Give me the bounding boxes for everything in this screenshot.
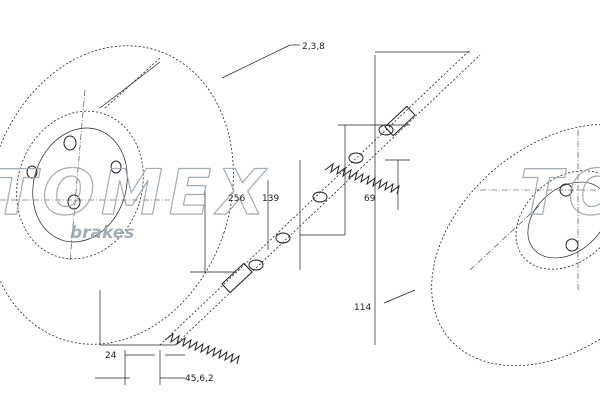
back-section-line [469,204,541,271]
dim-label-45: 45,6,2 [185,374,214,384]
tomex-watermark: TOMEX brakes TOMEX [0,155,600,243]
dim-label-69: 69 [364,194,376,204]
watermark-sub: brakes [70,223,134,243]
section-vanes [164,332,240,365]
section-vanes-upper [324,162,400,195]
disc-back-view [383,123,600,367]
hub-ring-outer [16,110,144,260]
disc-front-view [0,45,234,345]
disc-section-view [95,44,481,385]
section-hole-4 [275,232,291,244]
dim-label-114: 114 [354,303,371,313]
dim-label-thickness-top: 2,3,8 [302,42,325,52]
back-hub-ring [515,170,600,270]
hub-flange-bottom [221,262,253,294]
watermark-brand: TOMEX [0,156,271,229]
bolt-hole-4 [110,160,122,174]
dimension-labels: 2,3,8 256 139 69 114 24 45,6,2 [105,42,376,384]
section-hole-5 [248,259,264,271]
disc-outer-rim [0,45,234,345]
dim-label-139: 139 [262,194,279,204]
hub-flange-top [384,105,416,137]
bolt-hole-3 [26,165,38,179]
leader-114 [383,289,416,304]
watermark-brand-right: TOMEX [520,156,600,229]
bolt-hole-2 [67,194,81,210]
back-hub-inner [527,181,600,259]
leader-238 [221,44,291,79]
back-bolt-hole-2 [565,238,579,252]
bolt-hole-1 [63,135,77,151]
section-hole-2 [348,152,364,164]
back-disc-rim [431,123,600,367]
front-dashed-edge [104,57,161,109]
hub-ring-inner [32,127,128,243]
section-edge-left [159,49,471,346]
dim-label-256: 256 [228,194,245,204]
front-centre-axis-v [69,89,86,261]
section-hole-3 [312,191,328,203]
dim-label-24: 24 [105,351,117,361]
